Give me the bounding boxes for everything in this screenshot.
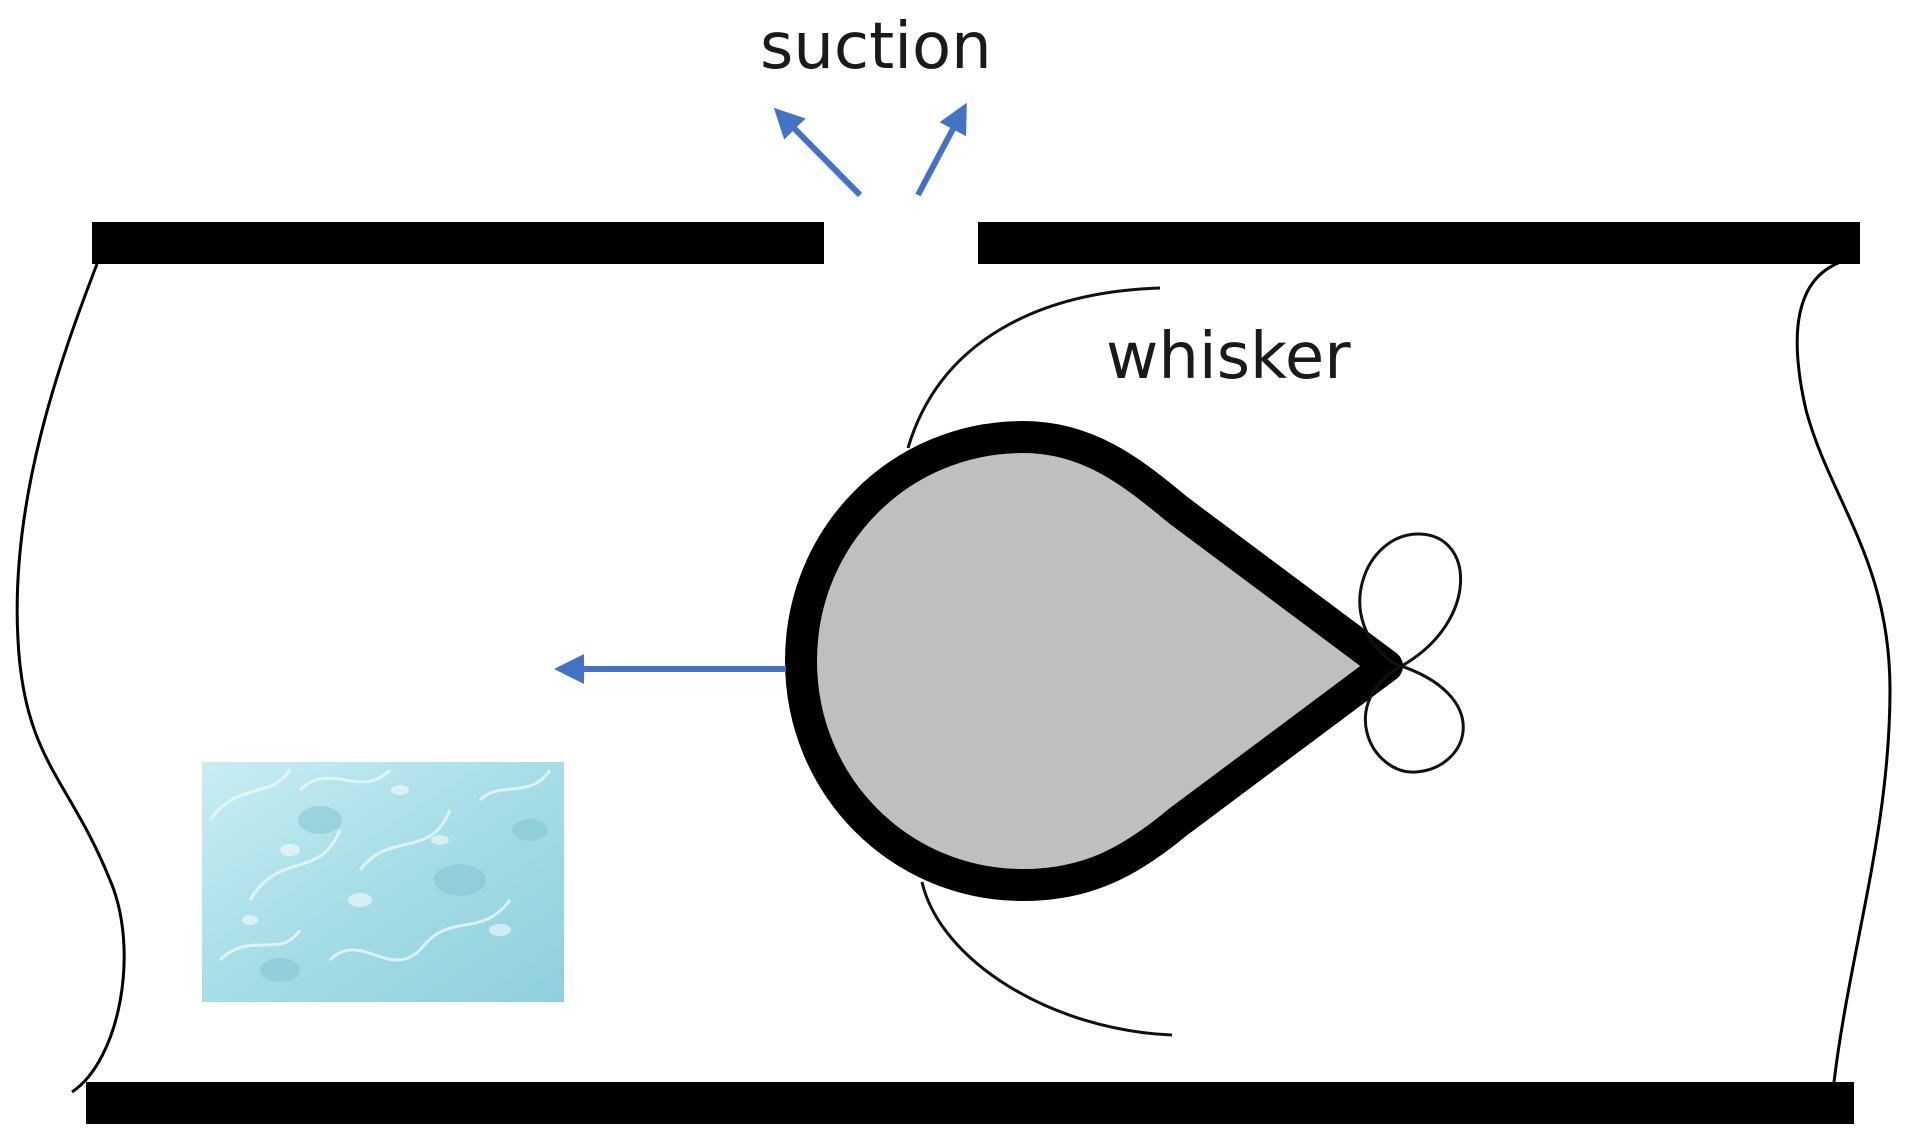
whisker-bottom xyxy=(920,881,1173,1037)
suction-arrows xyxy=(773,102,967,198)
whisker-label: whisker xyxy=(1106,320,1351,394)
suction-label: suction xyxy=(760,10,992,84)
pipe-top-wall xyxy=(92,222,1860,264)
robot-body xyxy=(785,421,1403,901)
cell-texture-image xyxy=(202,762,564,1002)
pipe-bottom-wall xyxy=(86,1082,1854,1124)
pipe-right-end xyxy=(1795,256,1892,1083)
propeller-icon xyxy=(1358,532,1465,774)
whisker-top xyxy=(906,286,1161,449)
pipe-left-end xyxy=(15,263,126,1094)
